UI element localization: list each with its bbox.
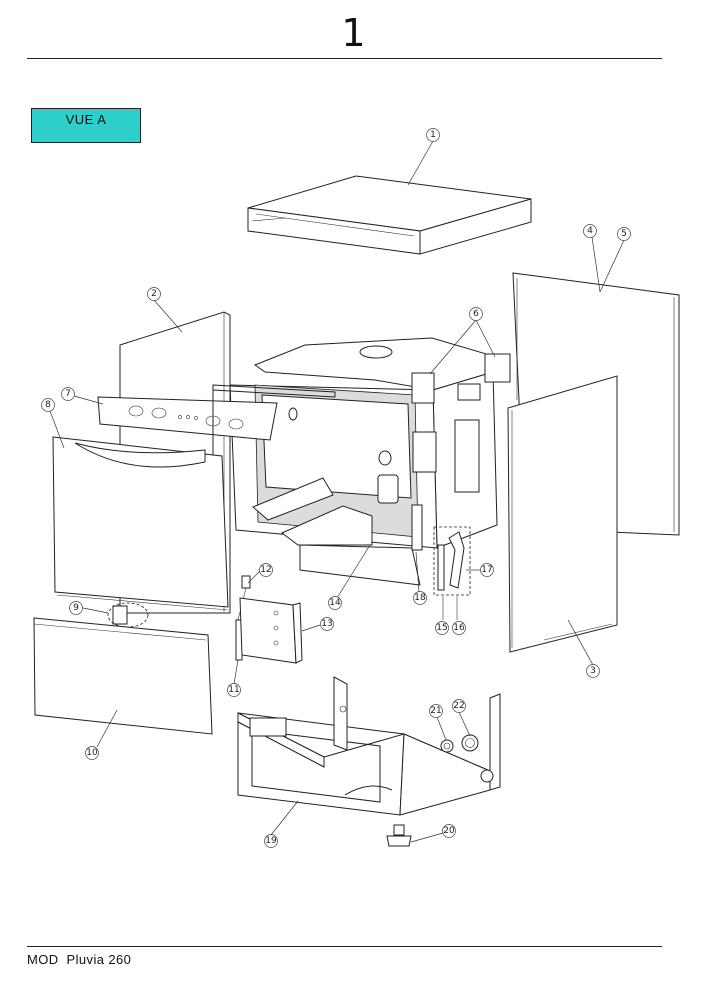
callout-21: 21 (429, 704, 443, 718)
callout-10: 10 (85, 746, 99, 760)
leader-lines (49, 140, 625, 843)
part-electrical (107, 575, 251, 661)
callout-7: 7 (61, 387, 75, 401)
callout-label: 3 (590, 666, 596, 676)
footer-model-name: MOD Pluvia 260 (27, 952, 132, 967)
callout-5: 5 (617, 227, 631, 241)
callout-18: 18 (413, 591, 427, 605)
callout-20: 20 (442, 824, 456, 838)
callout-label: 18 (414, 593, 426, 603)
callout-19: 19 (264, 834, 278, 848)
part-right-side-panel (507, 375, 618, 653)
callout-label: 20 (443, 826, 455, 836)
part-hinge-assembly (433, 526, 471, 620)
part-kick-panel (33, 617, 213, 735)
footer-divider (27, 946, 662, 947)
callout-label: 15 (436, 623, 447, 633)
callout-label: 11 (228, 685, 239, 695)
callout-label: 21 (430, 706, 441, 716)
callout-14: 14 (328, 596, 342, 610)
callout-1: 1 (426, 128, 440, 142)
callout-11: 11 (227, 683, 241, 697)
callout-label: 8 (45, 400, 51, 410)
callout-22: 22 (452, 699, 466, 713)
callout-label: 22 (453, 701, 464, 711)
callout-9: 9 (69, 601, 83, 615)
callout-label: 2 (151, 289, 157, 299)
part-control-panel (97, 396, 278, 441)
callout-label: 10 (86, 748, 98, 758)
callout-15: 15 (435, 621, 449, 635)
header-divider (27, 58, 662, 59)
callout-4: 4 (583, 224, 597, 238)
callout-label: 19 (265, 836, 277, 846)
callout-label: 5 (621, 229, 627, 239)
callout-label: 12 (260, 565, 271, 575)
view-label-badge: VUE A (31, 108, 141, 143)
callout-6: 6 (469, 307, 483, 321)
callout-label: 6 (473, 309, 479, 319)
callout-3: 3 (586, 664, 600, 678)
callout-label: 1 (430, 130, 436, 140)
callout-label: 13 (321, 619, 332, 629)
part-top-cover (247, 175, 532, 255)
page-number: 1 (341, 11, 366, 55)
part-front-door (52, 436, 229, 611)
callout-8: 8 (41, 398, 55, 412)
part-fittings (440, 734, 479, 753)
callout-16: 16 (452, 621, 466, 635)
callout-label: 7 (65, 389, 71, 399)
part-adjustable-foot (386, 824, 412, 847)
callout-12: 12 (259, 563, 273, 577)
callout-17: 17 (480, 563, 494, 577)
callout-label: 4 (587, 226, 593, 236)
callout-label: 16 (453, 623, 465, 633)
part-tub-cabinet (229, 337, 511, 586)
part-bracket-plate (239, 597, 303, 664)
callout-2: 2 (147, 287, 161, 301)
callout-label: 14 (329, 598, 341, 608)
callout-13: 13 (320, 617, 334, 631)
callout-label: 9 (73, 603, 79, 613)
callout-label: 17 (481, 565, 492, 575)
part-base-frame (237, 676, 501, 816)
